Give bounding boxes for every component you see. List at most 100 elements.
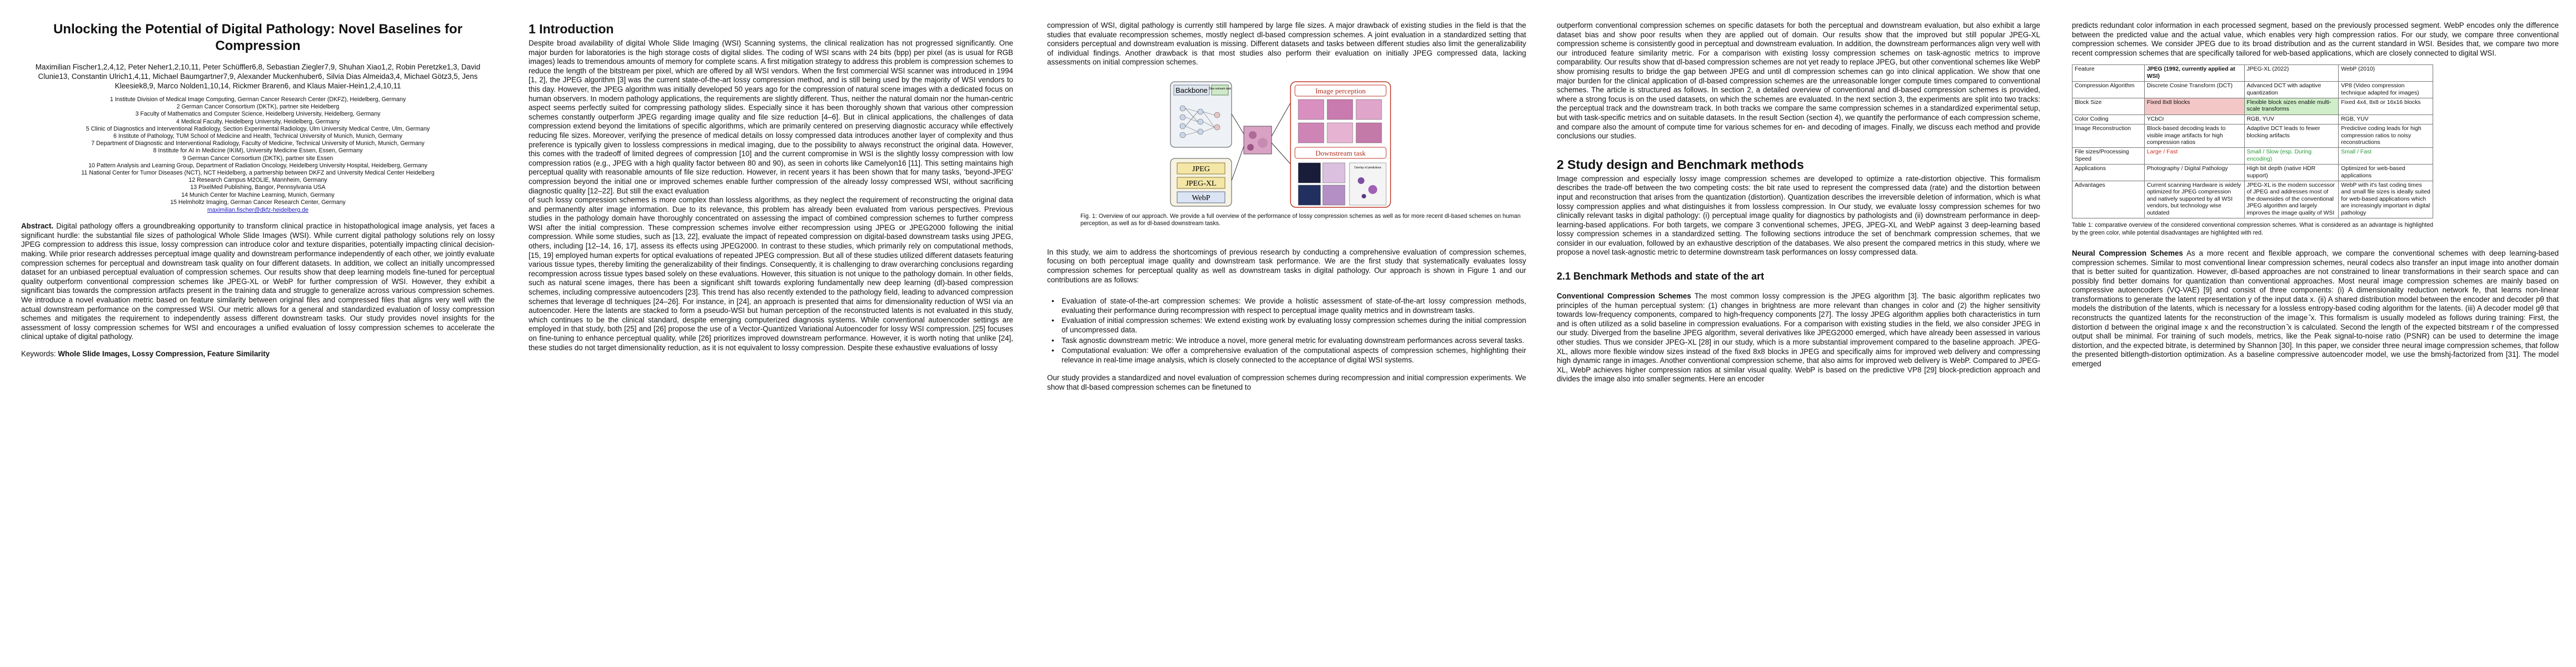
- neural-schemes-label: Neural Compression Schemes: [2072, 248, 2183, 257]
- contribution-item: Evaluation of initial compression scheme…: [1047, 316, 1526, 335]
- abstract: Abstract. Digital pathology offers a gro…: [21, 222, 495, 342]
- study-design-paragraph: Image compression and especially lossy i…: [1557, 174, 2040, 257]
- table-cell: Large / Fast: [2144, 147, 2245, 165]
- table-header-cell: WebP (2010): [2338, 64, 2433, 82]
- page-3: compression of WSI, digital pathology is…: [1030, 0, 1546, 667]
- contribution-item: Computational evaluation: We offer a com…: [1047, 346, 1526, 365]
- table-header-row: Feature JPEG (1992, currently applied at…: [2072, 64, 2433, 82]
- contribution-item: Task agnostic downstream metric: We intr…: [1047, 336, 1526, 346]
- subsection-heading-benchmark: 2.1 Benchmark Methods and state of the a…: [1557, 271, 1765, 282]
- table-row: Block Size Fixed 8x8 blocks Flexible blo…: [2072, 98, 2433, 115]
- affiliation-item: 4 Medical Faculty, Heidelberg University…: [176, 118, 340, 125]
- intro-paragraph-2: of such lossy compression schemes is mor…: [529, 196, 1013, 352]
- overview-paragraph: outperform conventional compression sche…: [1557, 21, 2040, 141]
- table-cell: JPEG-XL is the modern successor of JPEG …: [2244, 181, 2339, 219]
- keywords: Keywords: Whole Slide Images, Lossy Comp…: [21, 350, 495, 359]
- contribution-list: Evaluation of state-of-the-art compressi…: [1047, 297, 1526, 365]
- table-cell: WebP with it's fast coding times and sma…: [2338, 181, 2433, 219]
- contribution-intro: In this study, we aim to address the sho…: [1047, 247, 1526, 284]
- table-cell: RGB, YUV: [2244, 114, 2339, 125]
- table-cell: Fixed 4x4, 8x8 or 16x16 blocks: [2338, 98, 2433, 115]
- downstream-image-strip: [1298, 162, 1387, 206]
- table-cell: Adaptive DCT leads to fewer blocking art…: [2244, 124, 2339, 148]
- table-row: File sizes/Processing Speed Large / Fast…: [2072, 147, 2433, 165]
- table-cell: Advanced DCT with adaptive quantization: [2244, 81, 2339, 98]
- contribution-item: Evaluation of state-of-the-art compressi…: [1047, 297, 1526, 315]
- affiliation-item: 7 Department of Diagnostic and Intervent…: [91, 140, 425, 147]
- conventional-schemes-paragraph: Conventional Compression Schemes The mos…: [1557, 292, 2040, 384]
- affiliation-item: 13 PixelMed Publishing, Bangor, Pennsylv…: [190, 184, 326, 191]
- keywords-text: Whole Slide Images, Lossy Compression, F…: [58, 349, 270, 358]
- email-link[interactable]: maximilian.fischer@dkfz-heidelberg.de: [207, 207, 309, 214]
- keywords-label: Keywords:: [21, 349, 56, 358]
- table-cell: Optimized for web-based applications: [2338, 164, 2433, 182]
- comparison-table-wrap: Feature JPEG (1992, currently applied at…: [2072, 64, 2433, 237]
- affiliation-item: 6 Institute of Pathology, TUM School of …: [113, 133, 402, 140]
- table-cell: File sizes/Processing Speed: [2072, 147, 2145, 165]
- paper-title: Unlocking the Potential of Digital Patho…: [53, 22, 463, 53]
- codec-webp-label: WebP: [1192, 194, 1210, 202]
- author-list: Maximilian Fischer1,2,4,12, Peter Neher1…: [35, 63, 481, 90]
- table-row: Image Reconstruction Block-based decodin…: [2072, 124, 2433, 148]
- affiliation-item: 12 Research Campus M2OLIE, Mannheim, Ger…: [188, 177, 327, 184]
- table-1-caption: Table 1: comparative overview of the con…: [2072, 222, 2433, 236]
- downstream-small-label: Dow nstream task: [1209, 87, 1232, 91]
- table-cell: Block Size: [2072, 98, 2145, 115]
- table-header-cell: JPEG-XL (2022): [2244, 64, 2339, 82]
- table-cell: Color Coding: [2072, 114, 2145, 125]
- affiliation-item: 3 Faculty of Mathematics and Computer Sc…: [135, 111, 381, 118]
- table-cell: Applications: [2072, 164, 2145, 182]
- table-header-cell: Feature: [2072, 64, 2145, 82]
- table-cell: Image Reconstruction: [2072, 124, 2145, 148]
- table-cell: High bit depth (native HDR support): [2244, 164, 2339, 182]
- conventional-schemes-label: Conventional Compression Schemes: [1557, 292, 1691, 301]
- perception-image-strip: [1298, 99, 1382, 143]
- conventional-schemes-text: The most common lossy compression is the…: [1557, 292, 2040, 384]
- neural-schemes-text: As a more recent and flexible approach, …: [2072, 248, 2559, 369]
- downstream-small-box: [1211, 84, 1229, 96]
- affiliation-item: 5 Clinic of Diagnostics and Intervention…: [86, 125, 430, 132]
- table-header-cell: JPEG (1992, currently applied at WSI): [2144, 64, 2245, 82]
- codec-jpeg-label: JPEG: [1192, 165, 1210, 173]
- section-heading-introduction: 1 Introduction: [529, 22, 614, 36]
- table-cell: Small / Fast: [2338, 147, 2433, 165]
- affiliation-item: 2 German Cancer Consortium (DKTK), partn…: [176, 103, 340, 111]
- affiliation-item: 11 National Center for Tumor Diseases (N…: [81, 170, 435, 177]
- downstream-task-box: [1294, 147, 1387, 159]
- abstract-text: Digital pathology offers a groundbreakin…: [21, 222, 495, 341]
- webp-paragraph: predicts redundant color information in …: [2072, 21, 2559, 57]
- table-row: Compression Algorithm Discrete Cosine Tr…: [2072, 81, 2433, 98]
- table-row: Color Coding YCbCr RGB, YUV RGB, YUV: [2072, 114, 2433, 125]
- affiliation-list: 1 Institute Division of Medical Image Co…: [21, 96, 495, 206]
- neural-schemes-paragraph: Neural Compression Schemes As a more rec…: [2072, 249, 2559, 369]
- table-cell: Current scanning Hardware is widely opti…: [2144, 181, 2245, 219]
- table-cell: Photography / Digital Pathology: [2144, 164, 2245, 182]
- table-cell: Discrete Cosine Transform (DCT): [2144, 81, 2245, 98]
- table-cell: Fixed 8x8 blocks: [2144, 98, 2245, 115]
- intro-paragraph-1: Despite broad availability of digital Wh…: [529, 39, 1013, 195]
- inset-label: Overlay of predictions: [1354, 166, 1382, 170]
- downstream-task-label: Downstream task: [1316, 149, 1366, 157]
- table-cell: VP8 (Video compression technique adapted…: [2338, 81, 2433, 98]
- codec-jpegxl-box: [1177, 177, 1225, 189]
- affiliation-item: 8 Institute for AI in Medicine (IKIM), U…: [153, 147, 363, 155]
- table-cell: Compression Algorithm: [2072, 81, 2145, 98]
- summary-paragraph: Our study provides a standardized and no…: [1047, 374, 1526, 391]
- figure-1-diagram: Backbone Dow nstream task JPEG JPEG-XL: [1170, 81, 1391, 208]
- comparison-table: Feature JPEG (1992, currently applied at…: [2072, 64, 2433, 219]
- affiliation-item: 15 Helmholtz Imaging, German Cancer Rese…: [170, 198, 346, 206]
- page-5: predicts redundant color information in …: [2061, 0, 2576, 667]
- neural-network-icon: [1179, 105, 1220, 138]
- table-cell: YCbCr: [2144, 114, 2245, 125]
- table-row: Applications Photography / Digital Patho…: [2072, 164, 2433, 182]
- paragraph-continued: compression of WSI, digital pathology is…: [1047, 21, 1526, 67]
- figure-1-caption: Fig. 1: Overview of our approach. We pro…: [1080, 212, 1521, 227]
- image-perception-label: Image perception: [1316, 87, 1366, 95]
- table-cell: Block-based decoding leads to visible im…: [2144, 124, 2245, 148]
- table-cell: RGB, YUV: [2338, 114, 2433, 125]
- affiliation-item: 10 Pattern Analysis and Learning Group, …: [88, 162, 427, 169]
- section-heading-study-design: 2 Study design and Benchmark methods: [1557, 157, 1804, 172]
- affiliation-item: 1 Institute Division of Medical Image Co…: [109, 96, 406, 103]
- table-cell: Small / Slow (esp. During encoding): [2244, 147, 2339, 165]
- table-row: Advantages Current scanning Hardware is …: [2072, 181, 2433, 219]
